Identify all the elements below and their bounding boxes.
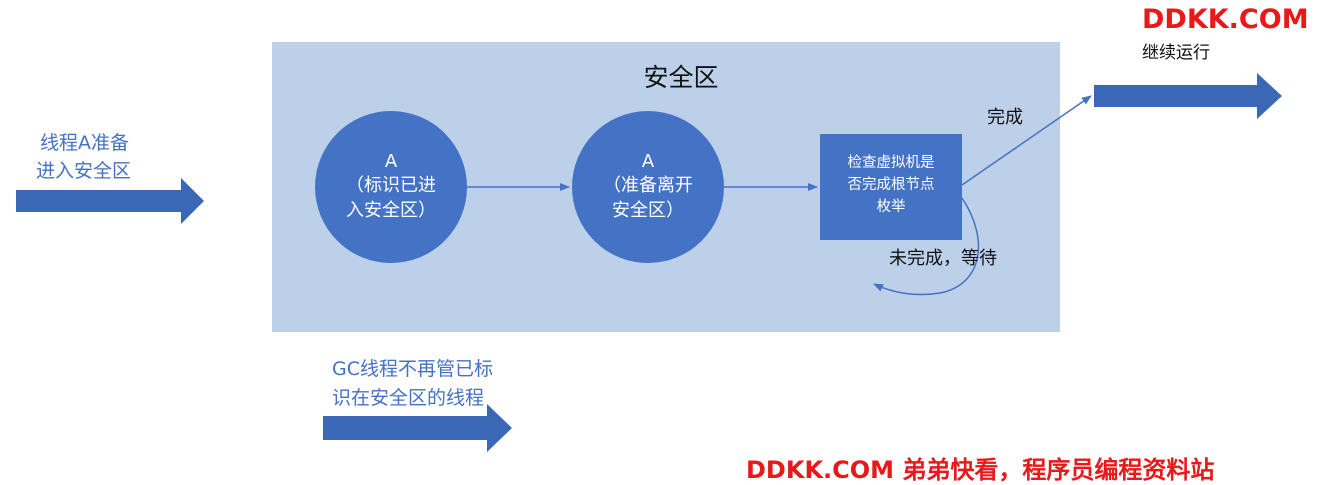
circle-ready-to-leave (572, 111, 724, 263)
wait-label: 未完成，等待 (889, 248, 997, 269)
continue-label: 继续运行 (1142, 43, 1210, 63)
continue-arrow (1094, 73, 1282, 119)
check-box-line2: 否完成根节点 (847, 177, 935, 193)
enter-label-line2: 进入安全区 (36, 160, 132, 182)
gc-arrow (323, 404, 512, 452)
check-box-line3: 枚举 (876, 199, 906, 215)
gc-label-line1: GC线程不再管已标 (332, 358, 493, 380)
watermark-top: DDKK.COM (1142, 4, 1309, 35)
wait-loop-curve (873, 197, 980, 296)
done-label: 完成 (987, 107, 1023, 128)
circle2-line1: A (641, 151, 655, 172)
watermark-bottom: DDKK.COM 弟弟快看，程序员编程资料站 (746, 456, 1215, 484)
circle1-line2: （标识已进 (346, 175, 436, 196)
enter-arrow (16, 178, 204, 224)
gc-label-line2: 识在安全区的线程 (332, 387, 485, 409)
circle1-line1: A (384, 151, 398, 172)
circle2-line2: （准备离开 (603, 175, 693, 196)
enter-label-line1: 线程A准备 (40, 132, 129, 154)
circle2-line3: 安全区） (612, 200, 684, 221)
check-box-line1: 检查虚拟机是 (847, 155, 935, 171)
connector-box-to-continue (961, 95, 1092, 186)
circle-marked-entered (315, 111, 467, 263)
check-root-enum-box (820, 134, 962, 240)
circle1-line3: 入安全区） (346, 200, 436, 221)
safe-zone-title: 安全区 (643, 63, 719, 92)
